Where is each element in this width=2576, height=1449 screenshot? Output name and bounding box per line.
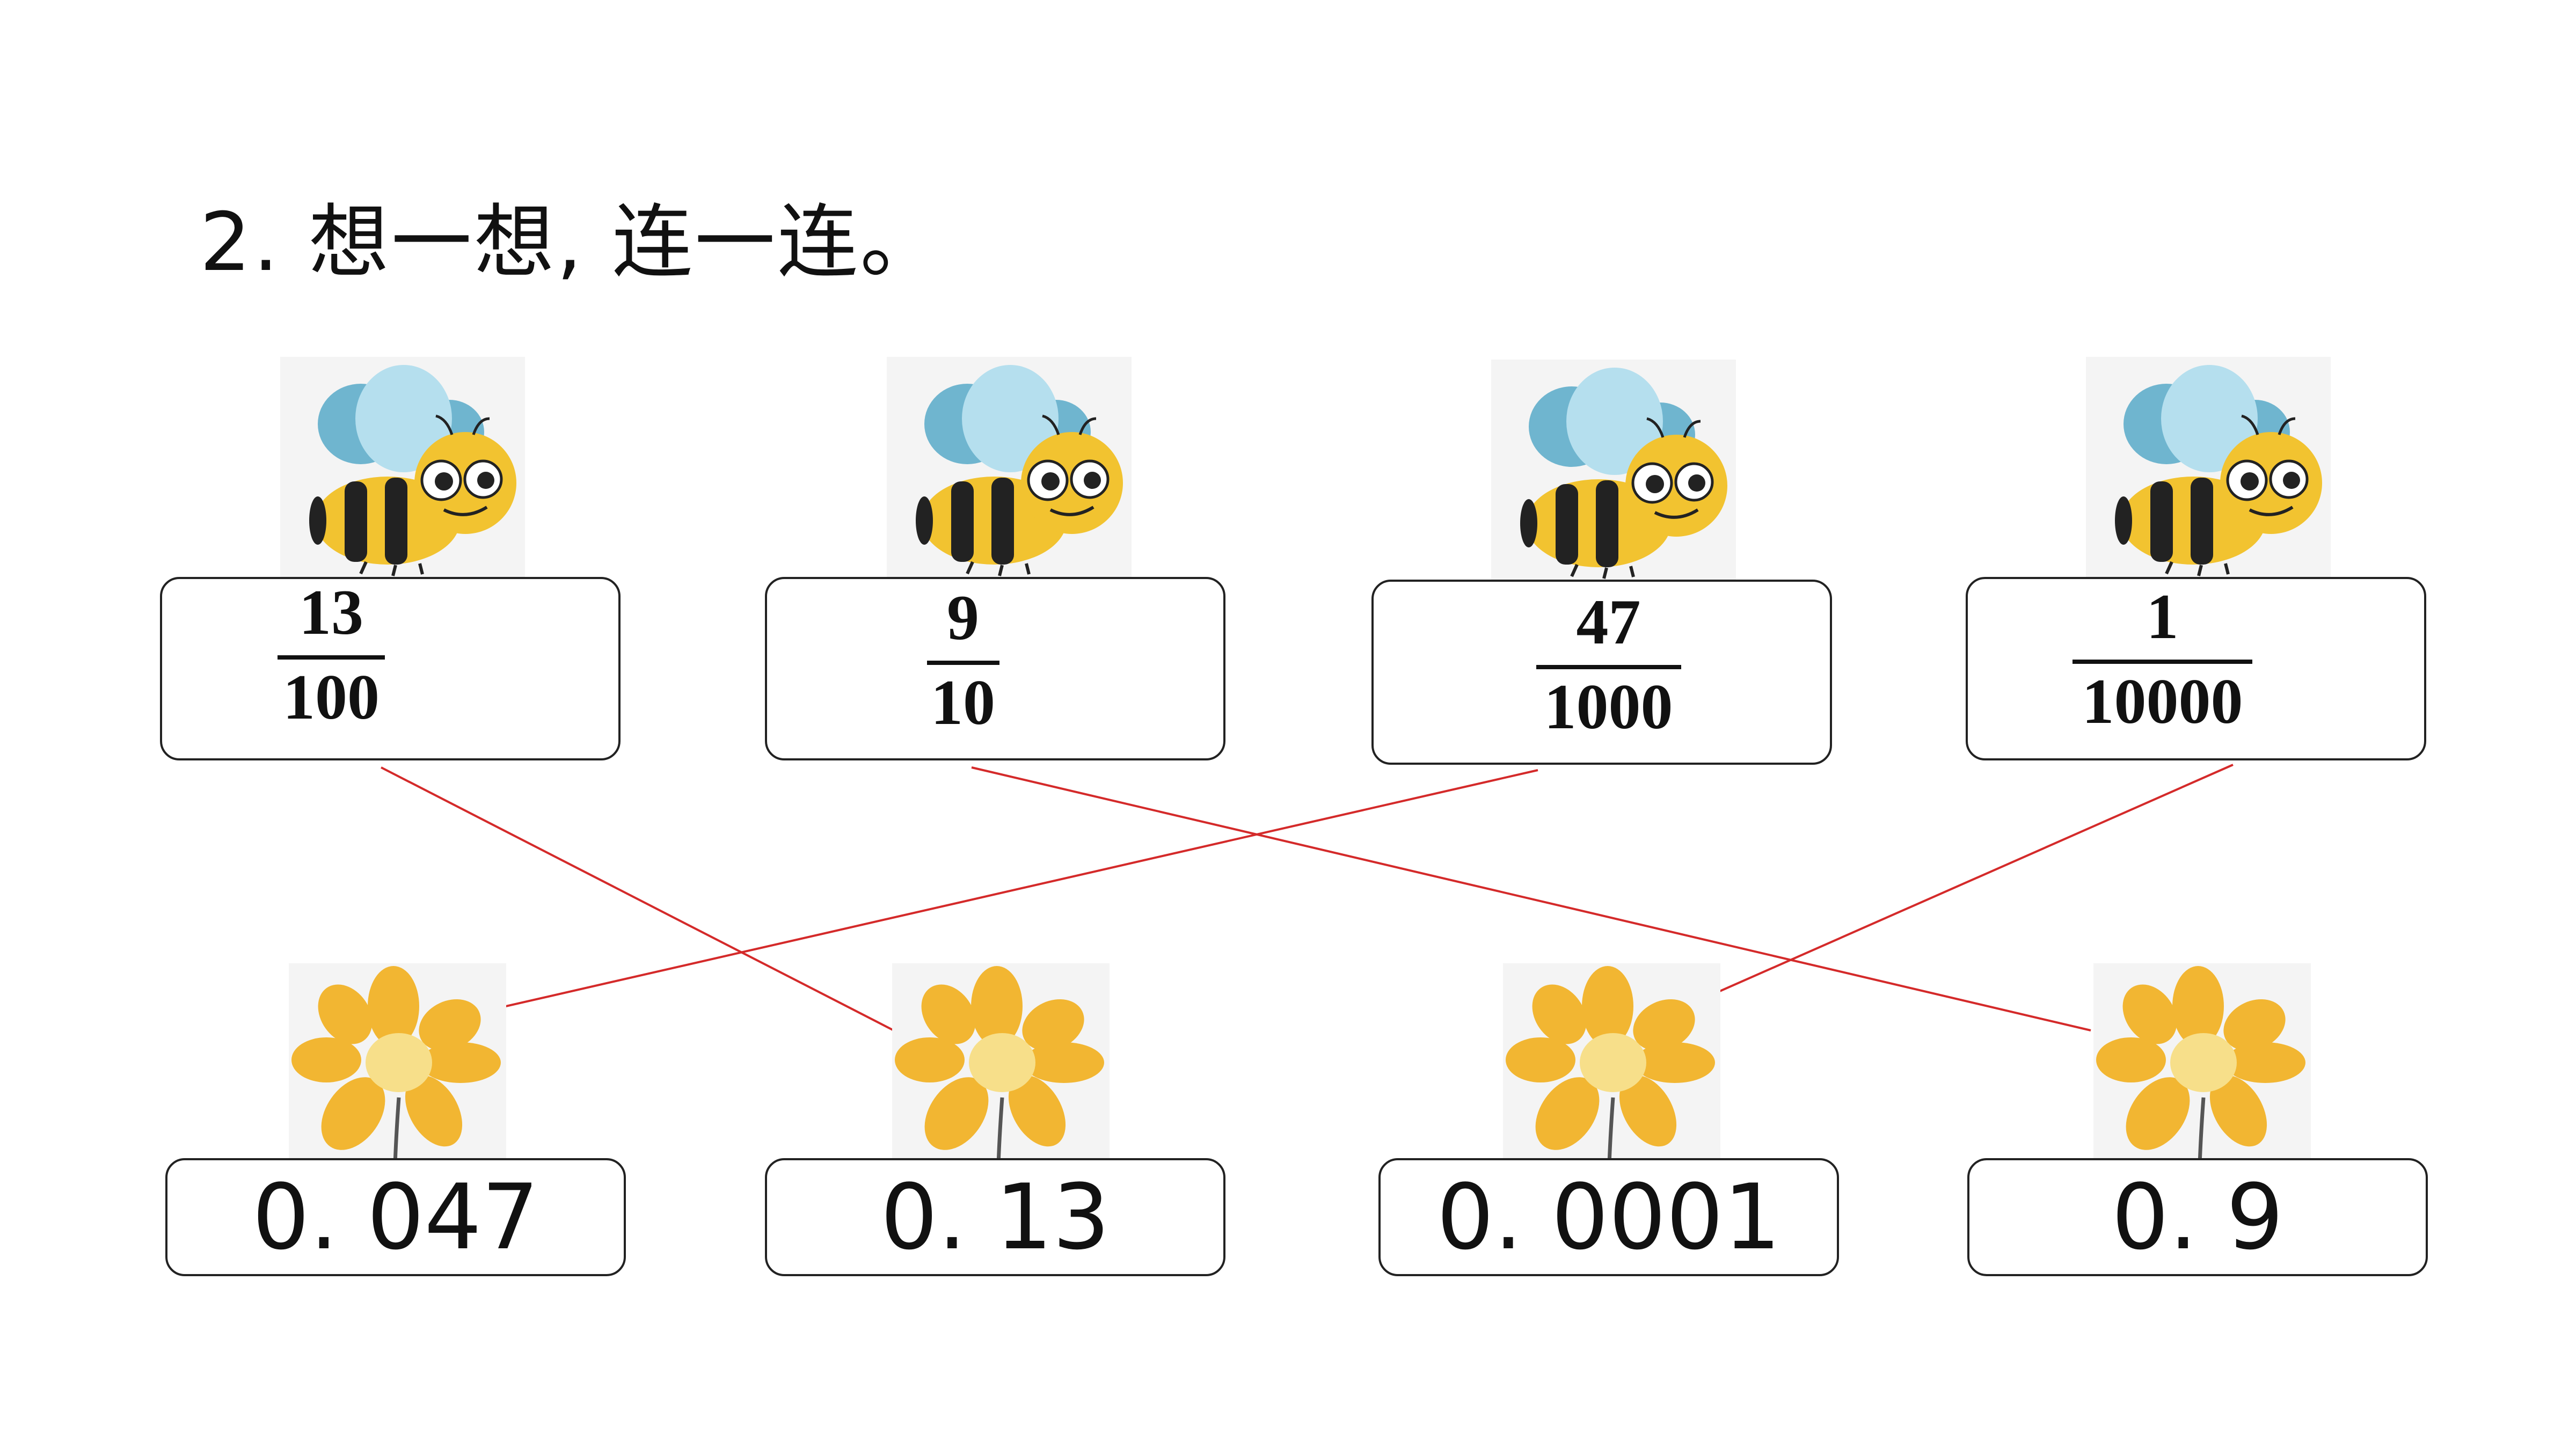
decimal-value: 0. 0001 (1436, 1165, 1781, 1270)
fraction-card[interactable]: 1 10000 (1966, 577, 2426, 760)
fraction: 13 100 (275, 580, 388, 729)
connector-line (381, 766, 894, 1031)
bee-icon (280, 357, 525, 577)
connector-line (458, 769, 1538, 1018)
numerator: 47 (1576, 586, 1641, 657)
fraction: 9 10 (923, 586, 1003, 735)
fraction-bar (926, 661, 999, 665)
bee-icon (2086, 357, 2331, 577)
decimal-card[interactable]: 0. 9 (1967, 1158, 2428, 1276)
numerator: 13 (299, 576, 363, 648)
fraction-bar (2073, 660, 2252, 664)
fraction-card[interactable]: 47 1000 (1371, 580, 1832, 765)
flower-icon (289, 963, 506, 1165)
denominator: 100 (283, 661, 380, 733)
decimal-value: 0. 9 (2111, 1165, 2284, 1270)
fraction-bar (278, 655, 385, 660)
connector-line (1661, 764, 2234, 1018)
fraction-card[interactable]: 9 10 (765, 577, 1225, 760)
bee-icon (887, 357, 1132, 577)
fraction-card[interactable]: 13 100 (160, 577, 621, 760)
fraction: 1 10000 (2070, 584, 2255, 734)
numerator: 1 (2146, 581, 2179, 652)
flower-icon (1503, 963, 1720, 1165)
decimal-value: 0. 047 (252, 1165, 539, 1270)
fraction: 47 1000 (1535, 590, 1682, 739)
denominator: 10 (931, 667, 995, 738)
fraction-bar (1536, 665, 1681, 669)
flower-icon (2093, 963, 2311, 1165)
connector-line (971, 766, 2091, 1031)
numerator: 9 (947, 582, 979, 653)
bee-icon (1491, 360, 1736, 580)
denominator: 1000 (1544, 671, 1673, 742)
decimal-card[interactable]: 0. 0001 (1378, 1158, 1839, 1276)
question-title: 2. 想一想, 连一连。 (200, 196, 943, 289)
flower-icon (892, 963, 1110, 1165)
decimal-value: 0. 13 (880, 1165, 1110, 1270)
denominator: 10000 (2082, 665, 2243, 737)
decimal-card[interactable]: 0. 13 (765, 1158, 1225, 1276)
decimal-card[interactable]: 0. 047 (165, 1158, 626, 1276)
